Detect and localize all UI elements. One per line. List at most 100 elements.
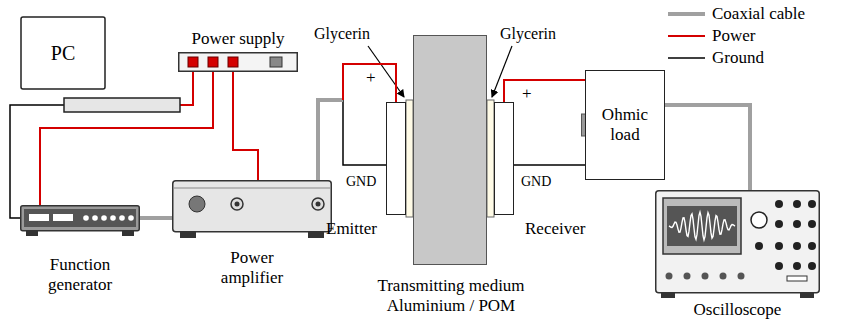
connector-socket bbox=[666, 273, 673, 280]
panel-line bbox=[174, 188, 330, 189]
node-label: Ohmic load bbox=[593, 105, 657, 145]
terminal bbox=[188, 57, 198, 67]
power-supply-drawing bbox=[178, 52, 298, 72]
node-label: Power amplifier bbox=[207, 248, 297, 288]
foot bbox=[26, 231, 38, 236]
screen-band bbox=[667, 206, 737, 246]
receiver-transducer: Receiver bbox=[494, 102, 514, 215]
button bbox=[110, 215, 116, 221]
jack-center bbox=[235, 202, 240, 207]
text-holder: PC bbox=[21, 17, 105, 89]
glycerin-layer bbox=[406, 100, 413, 217]
function-generator-drawing bbox=[20, 205, 140, 237]
legend-sample bbox=[668, 12, 705, 16]
knob bbox=[808, 262, 816, 270]
connector-socket bbox=[720, 273, 727, 280]
button bbox=[83, 215, 89, 221]
button bbox=[92, 215, 98, 221]
terminal bbox=[228, 57, 238, 67]
knob bbox=[808, 200, 816, 208]
pc-drawing bbox=[20, 16, 185, 116]
legend-sample bbox=[668, 57, 705, 59]
knob bbox=[189, 196, 205, 212]
front-panel bbox=[24, 209, 136, 227]
foot bbox=[180, 232, 196, 238]
power-amplifier: Power amplifier bbox=[172, 180, 332, 240]
node-label: Oscilloscope bbox=[655, 300, 820, 320]
foot bbox=[800, 293, 814, 298]
knob bbox=[793, 220, 801, 228]
slot bbox=[787, 276, 807, 281]
foot bbox=[122, 231, 134, 236]
input-jack bbox=[231, 198, 243, 210]
instrument-body bbox=[656, 191, 820, 293]
knob bbox=[755, 242, 763, 250]
knob bbox=[775, 242, 783, 250]
transmitting-medium: Transmitting medium Aluminium / POM bbox=[413, 35, 487, 265]
button bbox=[128, 215, 134, 221]
instrument-body bbox=[173, 181, 332, 232]
knob bbox=[793, 242, 801, 250]
node-label: PC bbox=[51, 43, 75, 63]
ohmic-load: Ohmic load bbox=[585, 70, 665, 180]
knob bbox=[793, 262, 801, 270]
pc-computer: PC bbox=[20, 16, 185, 116]
wire bbox=[140, 216, 172, 220]
computer-unit bbox=[64, 98, 180, 112]
display bbox=[53, 214, 73, 221]
connector bbox=[10, 105, 64, 218]
power-supply-body bbox=[179, 53, 298, 72]
text-holder: Ohmic load bbox=[586, 71, 664, 179]
knob bbox=[751, 212, 767, 228]
wire bbox=[10, 105, 64, 218]
switch bbox=[270, 57, 282, 67]
connector bbox=[140, 218, 172, 219]
wire bbox=[504, 80, 585, 102]
wire bbox=[180, 72, 193, 105]
leader-line bbox=[492, 46, 512, 97]
legend-text: Coaxial cable bbox=[712, 4, 805, 24]
screen bbox=[663, 198, 741, 254]
wire bbox=[665, 105, 750, 190]
knob bbox=[808, 220, 816, 228]
material-label: Glycerin bbox=[314, 24, 370, 44]
pin-name: GND bbox=[346, 172, 376, 192]
foot bbox=[661, 293, 675, 298]
legend-text: Power bbox=[712, 26, 755, 46]
node-label: Function generator bbox=[30, 255, 130, 295]
legend-sample bbox=[668, 35, 705, 37]
monitor-outline bbox=[21, 17, 105, 89]
knob bbox=[775, 200, 783, 208]
legend-text: Ground bbox=[712, 48, 764, 68]
connector-socket bbox=[738, 273, 745, 280]
button bbox=[101, 215, 107, 221]
terminal bbox=[208, 57, 218, 67]
knob bbox=[793, 200, 801, 208]
connector bbox=[318, 64, 396, 180]
material-label: Glycerin bbox=[500, 24, 556, 44]
glycerin-layer bbox=[487, 100, 494, 217]
wire bbox=[318, 100, 343, 180]
node-label: Transmitting medium Aluminium / POM bbox=[354, 276, 548, 316]
node-label: Power supply bbox=[158, 29, 318, 49]
wire bbox=[514, 164, 585, 166]
connector-socket bbox=[702, 273, 709, 280]
amplifier-drawing bbox=[172, 180, 332, 240]
oscilloscope: Oscilloscope bbox=[655, 190, 820, 298]
node-label: Emitter bbox=[326, 219, 377, 239]
function-generator: Function generator bbox=[20, 205, 140, 237]
ground-wire bbox=[343, 100, 386, 165]
connector bbox=[504, 80, 585, 165]
pin-name: + bbox=[366, 68, 376, 88]
wire bbox=[343, 64, 396, 102]
foot bbox=[308, 232, 324, 238]
wire bbox=[233, 72, 258, 180]
connector bbox=[233, 72, 258, 180]
jack-center bbox=[316, 202, 321, 207]
connector bbox=[180, 72, 193, 105]
button bbox=[119, 215, 125, 221]
pin-name: + bbox=[522, 84, 532, 104]
instrument-body bbox=[21, 206, 140, 231]
connector-socket bbox=[684, 273, 691, 280]
output-jack bbox=[312, 198, 324, 210]
